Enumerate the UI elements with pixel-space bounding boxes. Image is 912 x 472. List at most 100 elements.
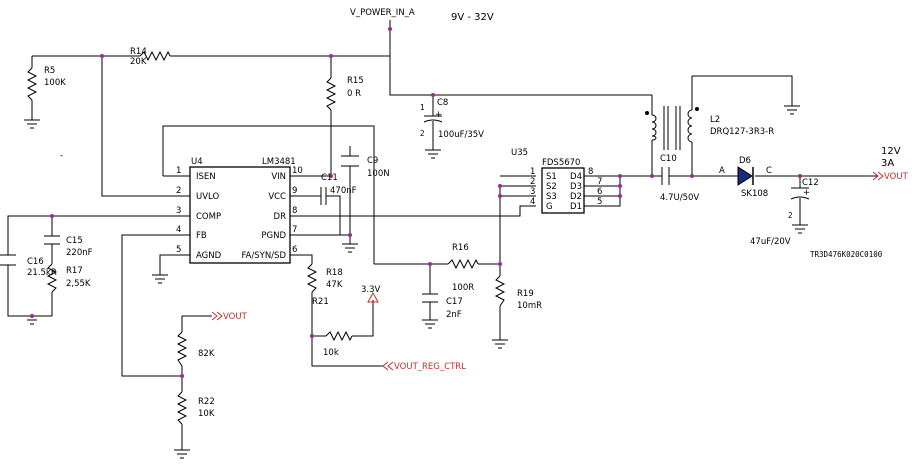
junction-dot [329,174,333,178]
junction-dot [498,184,502,188]
junction-dot [388,27,392,31]
net-label-power-in: V_POWER_IN_A [350,8,415,18]
d6-diode [737,166,754,186]
u4-pin-name: PGND [261,231,286,241]
junction-dot [348,233,352,237]
junction-dot [618,194,622,198]
u4-pin-name: UVLO [196,192,219,202]
vout-port-right: VOUT [872,171,909,182]
c15-value: 220nF [66,248,93,258]
c8-pin-mark: 2 [420,129,425,138]
r5-body [26,67,38,101]
u4-pin-num: 6 [292,245,297,255]
ground-symbol [174,449,190,459]
u35-pin-name: S3 [546,192,557,202]
u35-pin-name: G [546,202,553,212]
u4-pin-num: 10 [292,166,303,176]
c12-symbol [790,187,810,200]
c12-ref: C12 [802,178,819,188]
junction-dot [798,174,802,178]
u35-pin-name: S2 [546,182,557,192]
l2-dot-secondary [695,107,699,111]
c16-value: 21.5kR [27,268,57,278]
input-voltage-range: 9V - 32V [451,12,494,23]
junction-dot [310,334,314,338]
c12-value: 47uF/20V [750,237,791,247]
u35-pin-num: 6 [597,187,602,197]
r5-value: 100K [44,78,66,88]
r15-ref: R15 [347,76,364,86]
r21-value: 10k [323,348,339,358]
d6-value: SK108 [741,189,768,199]
vout-port-label: VOUT [223,312,248,322]
u35-pin-name: D3 [570,182,582,192]
c8-ref: C8 [437,98,448,108]
r16-body [447,258,479,270]
r17-value: 2,55K [66,279,91,289]
ground-symbol [792,224,808,234]
output-current-label: 3A [881,158,894,169]
r22-ref: R22 [198,397,215,407]
u35-mosfet: U35 FDS5670 1 2 3 4 S1 S2 S3 G 8 7 6 5 D… [511,148,602,214]
r20-value: 82K [198,349,215,359]
u4-pin-num: 2 [176,186,181,196]
c17-value: 2nF [446,310,462,320]
r14-value: 20K [130,57,147,67]
junction-dot [100,54,104,58]
r16-ref: R16 [452,243,469,253]
u4-pin-name: FB [196,231,207,241]
l2-dot-primary [645,111,649,115]
vout-reg-ctrl-port: VOUT_REG_CTRL [382,361,466,372]
r21-body [325,330,353,342]
ground-symbol [784,105,800,115]
u4-pin-num: 3 [176,206,181,216]
d6-ref: D6 [739,156,751,166]
u4-ic: U4 LM3481 1 2 3 4 5 ISEN UVLO COMP FB AG… [173,157,306,264]
r22-value: 10K [198,409,215,419]
c9-ref: C9 [367,156,378,166]
stray-mark: - [60,151,63,161]
ground-symbol [342,243,358,253]
ground-symbol [492,339,508,349]
u35-part: FDS5670 [542,158,580,168]
wires [7,20,878,450]
c16-symbol [0,254,16,266]
d6-cathode-mark: C [766,166,772,176]
u35-pin-name: D2 [570,192,582,202]
u35-pin-num: 8 [588,167,593,177]
c9-value: 100N [367,169,390,179]
u4-part: LM3481 [262,157,296,167]
ground-symbol [152,274,168,284]
c11-ref: C11 [321,173,338,183]
resistors [26,50,506,425]
junction-dot [30,314,34,318]
ref-3v3-symbol [367,291,379,303]
r15-value: 0 R [347,89,361,99]
u4-pin-num: 8 [292,206,297,216]
r19-ref: R19 [517,289,534,299]
c11-value: 470nF [330,186,357,196]
u4-pin-num: 7 [292,225,297,235]
u4-pin-name: COMP [196,212,221,222]
r5-ref: R5 [44,66,55,76]
c17-ref: C17 [446,297,463,307]
r15-body [325,77,337,111]
junctions [30,27,802,378]
u4-pin-name: FA/SYN/SD [241,251,286,261]
c10-ref: C10 [660,154,677,164]
vout-port-label: VOUT [884,172,909,182]
c12-pin-mark: 2 [788,211,793,220]
junction-dot [650,174,654,178]
u4-pin-name: VCC [268,192,286,202]
u4-pin-name: VIN [271,172,286,182]
u35-pin-name: D1 [570,202,582,212]
c11-symbol [320,187,327,205]
u35-pin-num: 5 [597,197,602,207]
c16-ref: C16 [27,257,44,267]
d6-anode-mark: A [719,166,725,176]
u4-pin-num: 5 [176,245,181,255]
r22-body [176,391,188,425]
u4-pin-name: DR [274,212,287,222]
